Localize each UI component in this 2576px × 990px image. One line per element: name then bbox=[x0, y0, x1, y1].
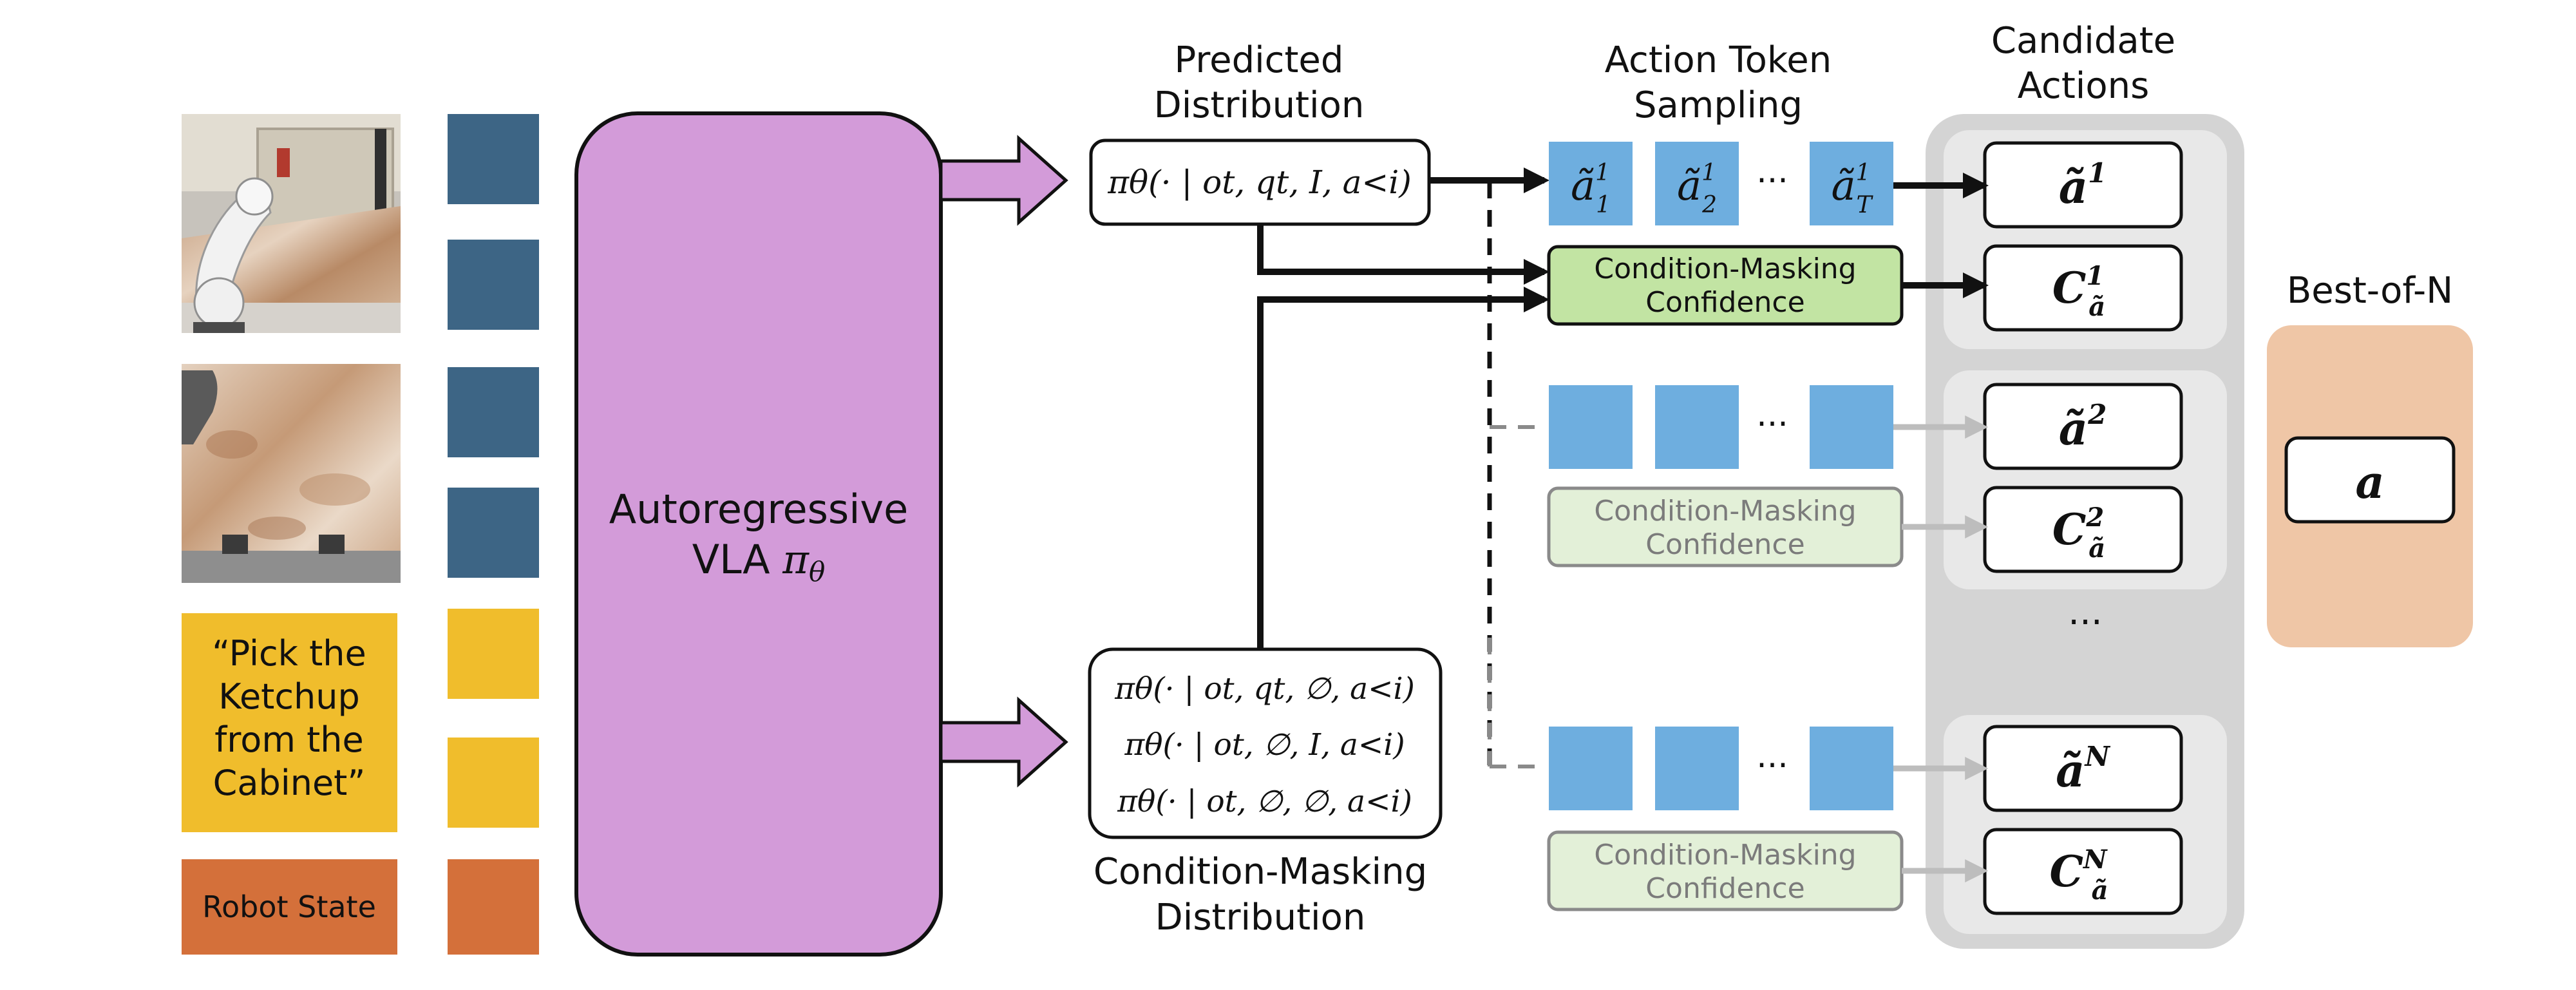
predicted-title-line-1: Predicted bbox=[1175, 39, 1344, 81]
sampled-tokens-row-2: ··· bbox=[1549, 385, 1893, 469]
vision-token bbox=[448, 114, 539, 204]
state-token bbox=[448, 859, 539, 955]
robot-state-label: Robot State bbox=[202, 890, 376, 924]
language-token bbox=[448, 609, 539, 699]
masking-formula-2: πθ(· | ot, ∅, I, a<i) bbox=[1124, 727, 1405, 763]
confidence-n-line-2: Confidence bbox=[1645, 872, 1804, 905]
action-token-placeholder bbox=[1549, 727, 1633, 810]
model-label-line-1: Autoregressive bbox=[609, 486, 909, 533]
camera-image-2 bbox=[182, 364, 401, 583]
selected-action-label: a bbox=[2355, 455, 2384, 509]
instruction-line-1: “Pick the bbox=[212, 633, 366, 674]
vision-token bbox=[448, 488, 539, 578]
tokens-ellipsis-2: ··· bbox=[1756, 405, 1788, 444]
sampled-tokens-row-n: ··· bbox=[1549, 727, 1893, 810]
masking-title-line-2: Distribution bbox=[1155, 897, 1366, 938]
confidence-1-line-2: Confidence bbox=[1645, 286, 1804, 319]
selected-action-box bbox=[2284, 436, 2456, 524]
tokens-ellipsis-n: ··· bbox=[1756, 747, 1788, 785]
instruction-line-3: from the bbox=[214, 719, 363, 760]
candidates-ellipsis: ··· bbox=[2068, 602, 2102, 643]
masking-formula-1: πθ(· | ot, qt, ∅, a<i) bbox=[1114, 671, 1415, 707]
action-token-placeholder bbox=[1810, 385, 1893, 469]
masking-title-line-1: Condition-Masking bbox=[1094, 851, 1427, 893]
confidence-2-line-1: Condition-Masking bbox=[1594, 495, 1856, 528]
model-label-line-2: VLA πθ bbox=[692, 536, 826, 587]
vision-token bbox=[448, 240, 539, 330]
tokens-ellipsis-1: ··· bbox=[1756, 162, 1788, 200]
candidates-title-line-1: Candidate bbox=[1991, 20, 2175, 62]
instruction-line-2: Ketchup bbox=[218, 676, 360, 717]
sampling-title-line-2: Sampling bbox=[1634, 84, 1803, 126]
masking-distribution-box bbox=[1088, 647, 1443, 839]
action-token-1 bbox=[1549, 142, 1633, 225]
action-token-placeholder bbox=[1655, 727, 1739, 810]
confidence-2-line-2: Confidence bbox=[1645, 528, 1804, 561]
action-token-placeholder bbox=[1549, 385, 1633, 469]
candidates-title-line-2: Actions bbox=[2018, 65, 2150, 107]
best-of-n-title: Best-of-N bbox=[2287, 270, 2453, 312]
robot-state-box bbox=[182, 859, 397, 955]
action-token-t bbox=[1810, 142, 1893, 225]
candidate-action-n-label: ãN bbox=[2056, 741, 2110, 797]
action-token-placeholder bbox=[1655, 385, 1739, 469]
arrow-masking-to-confidence bbox=[1257, 287, 1549, 649]
instruction-line-4: Cabinet” bbox=[213, 763, 366, 803]
confidence-1-line-1: Condition-Masking bbox=[1594, 252, 1856, 285]
action-token-placeholder bbox=[1810, 727, 1893, 810]
arrow-to-masking bbox=[939, 696, 1068, 788]
camera-image-1 bbox=[182, 114, 401, 333]
language-token bbox=[448, 738, 539, 828]
candidate-action-2-label: ã2 bbox=[2059, 399, 2107, 455]
instruction-box bbox=[182, 613, 397, 832]
predicted-title-line-2: Distribution bbox=[1154, 84, 1365, 126]
arrow-to-predicted bbox=[939, 135, 1068, 226]
masking-formula-3: πθ(· | ot, ∅, ∅, a<i) bbox=[1117, 784, 1412, 819]
candidate-action-1-label: ã1 bbox=[2059, 157, 2107, 214]
input-token-column bbox=[448, 114, 539, 955]
confidence-n-line-1: Condition-Masking bbox=[1594, 839, 1856, 871]
vision-token bbox=[448, 367, 539, 457]
vla-model-box bbox=[574, 111, 943, 957]
predicted-formula: πθ(· | ot, qt, I, a<i) bbox=[1107, 164, 1412, 201]
sampling-title-line-1: Action Token bbox=[1605, 39, 1832, 81]
action-token-2 bbox=[1655, 142, 1739, 225]
arrow-predicted-to-confidence bbox=[1257, 224, 1549, 285]
